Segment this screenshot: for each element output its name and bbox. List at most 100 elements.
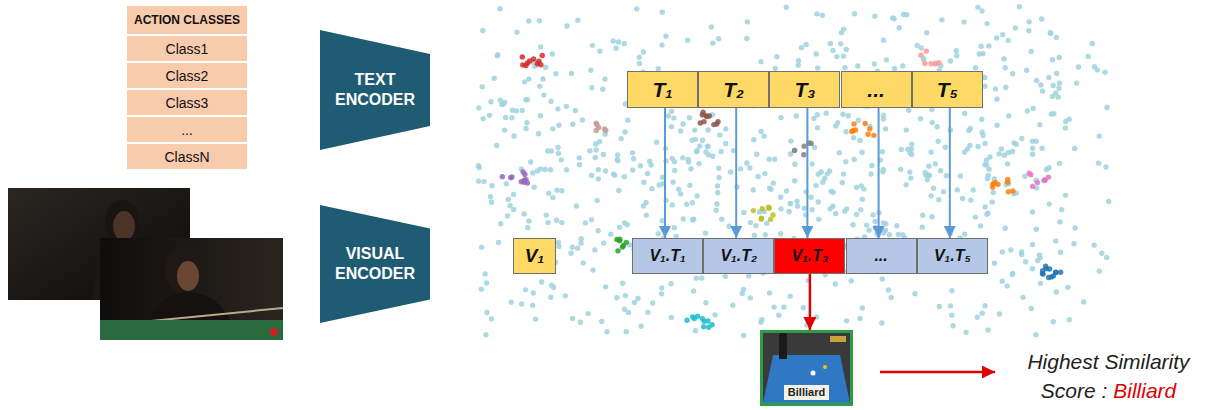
scatter-dot [1091, 242, 1096, 247]
scatter-dot [1047, 266, 1052, 271]
scatter-dot [647, 159, 652, 164]
scatter-dot [575, 18, 580, 23]
node-text: Class1 [166, 41, 209, 57]
scatter-dot [962, 111, 967, 116]
scatter-dot [759, 216, 764, 221]
scatter-dot [1054, 289, 1059, 294]
scatter-dot [503, 115, 508, 120]
scatter-dot [738, 166, 743, 171]
scatter-dot [764, 221, 769, 226]
scatter-dot [766, 205, 771, 210]
scatter-dot [778, 115, 783, 120]
scatter-dot [816, 217, 821, 222]
scatter-dot [1005, 38, 1010, 43]
scatter-dot [960, 196, 965, 201]
scatter-dot [520, 108, 525, 113]
scatter-dot [638, 324, 643, 329]
scatter-dot [840, 112, 845, 117]
scatter-dot [833, 281, 838, 286]
scatter-dot [523, 126, 528, 131]
scatter-dot [772, 157, 777, 162]
scatter-dot [604, 329, 609, 334]
scatter-dot [1038, 281, 1043, 286]
scatter-dot [758, 129, 763, 134]
scatter-dot [967, 143, 972, 148]
scatter-dot [759, 317, 764, 322]
scatter-dot [539, 279, 544, 284]
scatter-dot [479, 286, 484, 291]
scatter-dot [1003, 85, 1008, 90]
scatter-dot [1011, 140, 1016, 145]
scatter-dot [1000, 32, 1005, 37]
scatter-dot [545, 220, 550, 225]
scatter-dot [759, 216, 764, 221]
scatter-dot [1050, 83, 1055, 88]
scatter-dot [689, 138, 694, 143]
scatter-dot [1030, 184, 1035, 189]
scatter-dot [519, 301, 524, 306]
scatter-dot [851, 135, 856, 140]
scatter-dot [684, 318, 689, 323]
scatter-dot [525, 60, 530, 65]
scatter-dot [546, 190, 551, 195]
scatter-dot [1013, 25, 1018, 30]
scatter-dot [778, 206, 783, 211]
scatter-dot [700, 137, 705, 142]
scatter-dot [994, 96, 999, 101]
scatter-dot [549, 283, 554, 288]
scatter-dot [814, 314, 819, 319]
scatter-dot [705, 127, 710, 132]
scatter-dot [881, 116, 886, 121]
scatter-dot [867, 126, 872, 131]
scatter-dot [815, 125, 820, 130]
scatter-dot [623, 293, 628, 298]
scatter-dot [865, 132, 870, 137]
scatter-dot [813, 183, 818, 188]
scatter-dot [860, 305, 865, 310]
scatter-dot [883, 126, 888, 131]
scatter-dot [1046, 165, 1051, 170]
scatter-dot [482, 271, 487, 276]
scatter-dot [726, 224, 731, 229]
scatter-dot [881, 220, 886, 225]
scatter-dot [884, 57, 889, 62]
scatter-dot [954, 53, 959, 58]
node-text: TEXT ENCODER [329, 70, 421, 110]
table-header: ACTION CLASSES [126, 5, 248, 35]
scatter-dot [860, 197, 865, 202]
scatter-dot [1049, 111, 1054, 116]
scatter-dot [612, 173, 617, 178]
scatter-dot [880, 276, 885, 281]
scatter-dot [625, 117, 630, 122]
scatter-dot [624, 240, 629, 245]
text-embedding: T₃ [769, 71, 840, 108]
scatter-dot [748, 220, 753, 225]
scatter-dot [1010, 149, 1015, 154]
scatter-dot [887, 232, 892, 237]
scatter-dot [650, 300, 655, 305]
scatter-dot [476, 165, 481, 170]
scatter-dot [771, 304, 776, 309]
scatter-dot [870, 212, 875, 217]
scatter-dot [834, 54, 839, 59]
scatter-dot [831, 190, 836, 195]
connector-arrow [806, 108, 808, 238]
scatter-dot [641, 180, 646, 185]
scatter-dot [761, 133, 766, 138]
scatter-dot [864, 222, 869, 227]
scatter-dot [1104, 105, 1109, 110]
scatter-dot [920, 213, 925, 218]
scatter-dot [575, 246, 580, 251]
scatter-dot [1030, 266, 1035, 271]
scatter-dot [966, 128, 971, 133]
scatter-dot [858, 207, 863, 212]
scatter-dot [480, 84, 485, 89]
text-embedding: T₁ [627, 71, 698, 108]
node-text: V₁.T₁ [649, 247, 685, 265]
scatter-dot [741, 287, 746, 292]
scatter-dot [573, 108, 578, 113]
scatter-dot [781, 304, 786, 309]
scatter-dot [949, 312, 954, 317]
scatter-dot [705, 318, 710, 323]
scatter-dot [1048, 31, 1053, 36]
